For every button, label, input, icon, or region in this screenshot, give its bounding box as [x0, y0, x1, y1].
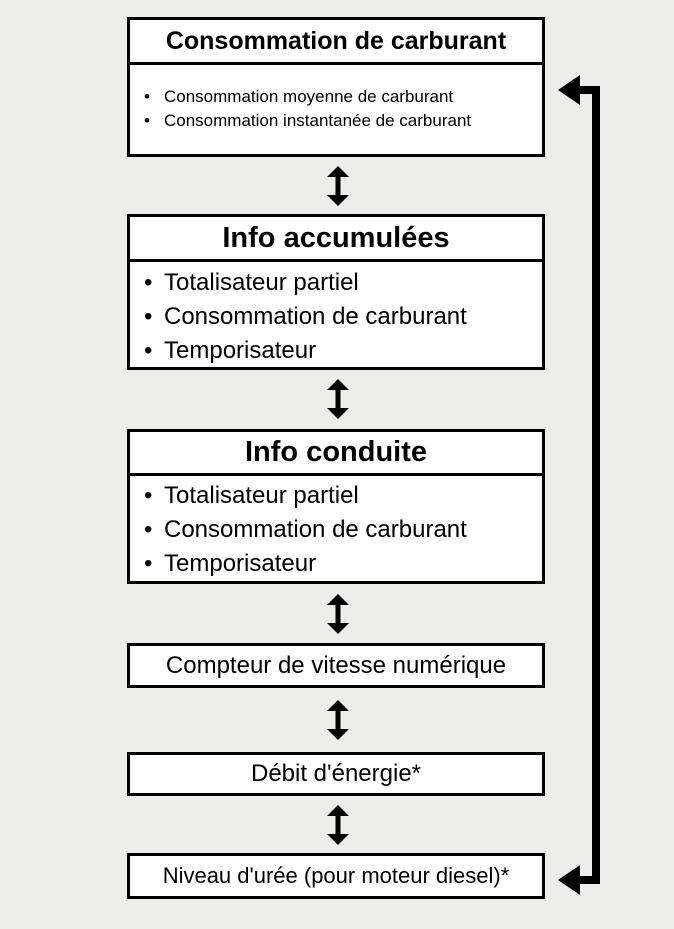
bullet: •	[144, 516, 153, 543]
bullet: •	[144, 87, 150, 106]
double-arrow-icon	[327, 379, 349, 419]
return-loop-arrow-icon	[558, 75, 600, 895]
box-title: Info accumulées	[130, 217, 542, 262]
item-label: Consommation moyenne de carburant	[164, 87, 454, 106]
list-item: • Consommation de carburant	[144, 300, 542, 334]
list-item: • Consommation moyenne de carburant	[144, 85, 542, 109]
list-item: • Totalisateur partiel	[144, 266, 542, 300]
item-label: Consommation de carburant	[164, 303, 467, 330]
box-items: • Consommation moyenne de carburant • Cons…	[130, 65, 542, 133]
double-arrow-icon	[327, 166, 349, 206]
bullet: •	[144, 111, 150, 130]
item-label: Consommation de carburant	[164, 516, 467, 543]
item-label: Temporisateur	[164, 337, 317, 364]
item-label: Totalisateur partiel	[164, 269, 359, 296]
bullet: •	[144, 482, 153, 509]
box-digital-speedometer: Compteur de vitesse numérique	[127, 643, 545, 688]
list-item: • Consommation de carburant	[144, 513, 542, 547]
list-item: • Totalisateur partiel	[144, 479, 542, 513]
list-item: • Consommation instantanée de carburant	[144, 109, 542, 133]
bullet: •	[144, 303, 153, 330]
box-items: • Totalisateur partiel • Consommation de c…	[130, 476, 542, 581]
double-arrow-icon	[327, 594, 349, 634]
box-items: • Totalisateur partiel • Consommation de c…	[130, 262, 542, 368]
item-label: Temporisateur	[164, 550, 317, 577]
box-energy-flow: Débit d'énergie*	[127, 752, 545, 796]
box-driving-info: Info conduite • Totalisateur partiel • Con…	[127, 429, 545, 584]
box-urea-level: Niveau d'urée (pour moteur diesel)*	[127, 853, 545, 899]
bullet: •	[144, 269, 153, 296]
double-arrow-icon	[327, 700, 349, 740]
box-accumulated-info: Info accumulées • Totalisateur partiel • C…	[127, 214, 545, 370]
list-item: • Temporisateur	[144, 334, 542, 368]
item-label: Consommation instantanée de carburant	[164, 111, 472, 130]
double-arrow-icon	[327, 805, 349, 845]
box-title: Info conduite	[130, 432, 542, 476]
box-fuel-consumption: Consommation de carburant • Consommation …	[127, 17, 545, 157]
box-title: Consommation de carburant	[130, 20, 542, 65]
list-item: • Temporisateur	[144, 547, 542, 581]
bullet: •	[144, 550, 153, 577]
bullet: •	[144, 337, 153, 364]
item-label: Totalisateur partiel	[164, 482, 359, 509]
